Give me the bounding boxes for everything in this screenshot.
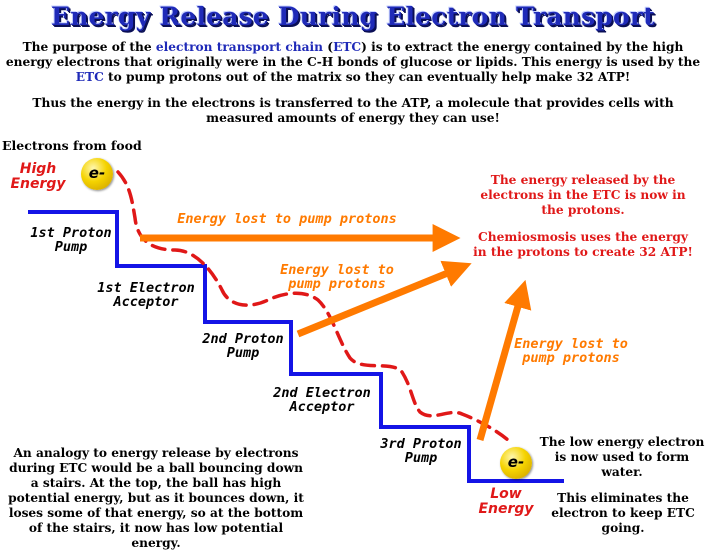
step-3rd-proton-pump: 3rd Proton Pump: [380, 436, 462, 466]
electrons-from-food-label: Electrons from food: [2, 138, 142, 153]
intro-text-a: The purpose of the: [22, 40, 156, 54]
high-energy-electron: e-: [81, 158, 113, 190]
step-2nd-electron-acceptor: 2nd Electron Acceptor: [273, 385, 371, 415]
intro-text-d: to pump protons out of the matrix so the…: [103, 70, 631, 84]
energy-in-protons-text: The energy released by the electrons in …: [480, 173, 686, 217]
etc-abbr-2: ETC: [75, 70, 104, 84]
energy-lost-label-1: Energy lost to pump protons: [177, 211, 397, 227]
water-formation-text: The low energy electron is now used to f…: [539, 435, 705, 479]
energy-arrow-3: [476, 279, 532, 441]
low-energy-electron: e-: [500, 447, 532, 479]
electron-bounce-path: [116, 170, 510, 442]
chemiosmosis-text: Chemiosmosis uses the energy in the prot…: [473, 230, 693, 259]
high-energy-label: High Energy: [10, 161, 66, 192]
intro-text-c: ) is to extract the energy contained by …: [5, 40, 701, 69]
energy-staircase: [28, 210, 564, 483]
diagram-graphics: [28, 170, 564, 483]
energy-lost-label-2: Energy lost to pump protons: [280, 262, 394, 292]
intro-paragraph-2: Thus the energy in the electrons is tran…: [32, 96, 674, 125]
etc-term: electron transport chain: [155, 40, 324, 54]
intro-text-b: (: [323, 40, 334, 54]
eliminates-electron-text: This eliminates the electron to keep ETC…: [551, 491, 695, 535]
step-2nd-proton-pump: 2nd Proton Pump: [202, 331, 284, 361]
energy-lost-label-3: Energy lost to pump protons: [514, 336, 628, 366]
page-title: Energy Release During Electron Transport: [50, 2, 656, 31]
low-energy-label: Low Energy: [478, 486, 534, 517]
step-1st-electron-acceptor: 1st Electron Acceptor: [97, 280, 195, 310]
intro-paragraph-1: The purpose of the electron transport ch…: [4, 40, 702, 85]
etc-abbr: ETC: [333, 40, 362, 54]
step-1st-proton-pump: 1st Proton Pump: [30, 225, 112, 255]
energy-arrow-2: [296, 260, 472, 338]
ball-analogy-text: An analogy to energy release by electron…: [8, 446, 304, 550]
